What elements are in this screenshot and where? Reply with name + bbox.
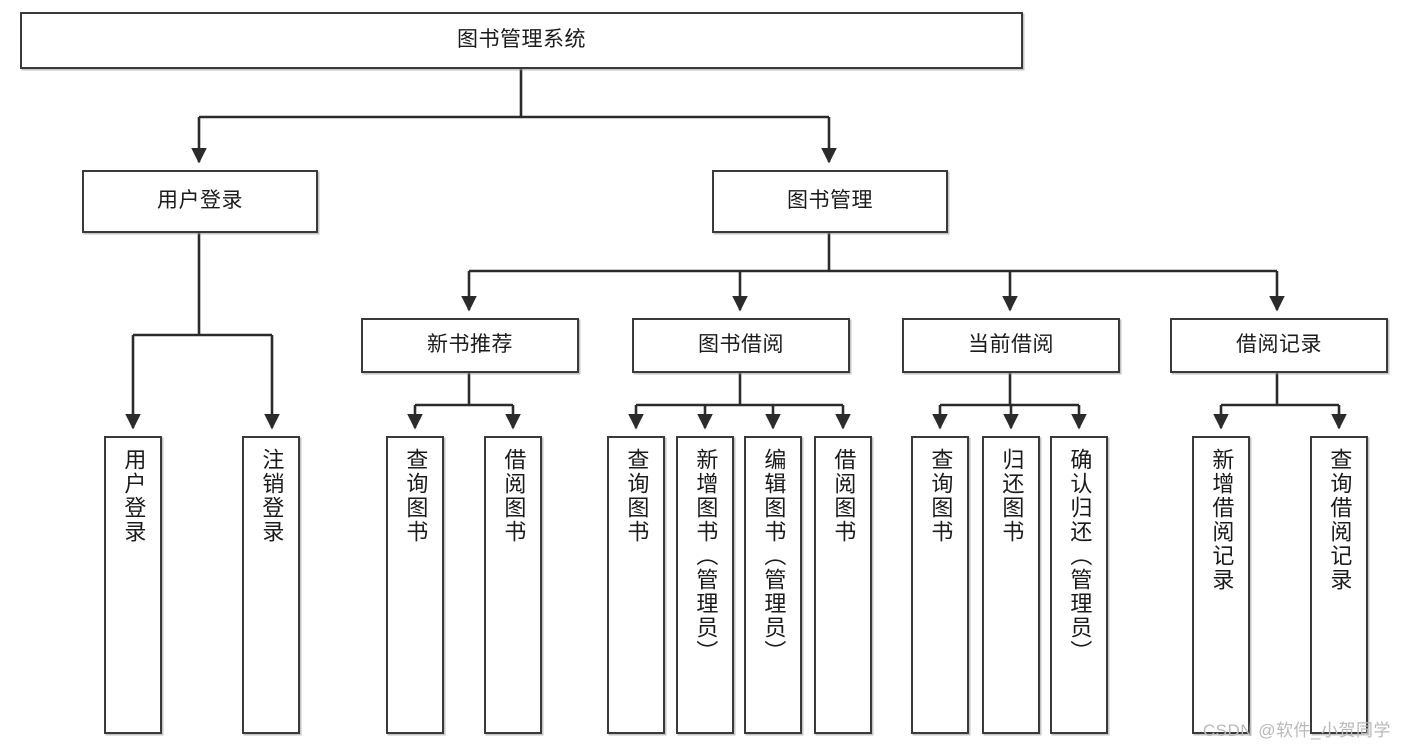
node-logout-action-label: 注销登录 [259, 448, 285, 544]
node-root[interactable]: 图书管理系统 [20, 12, 1023, 69]
node-add-book-admin-label: 新增图书（管理员） [693, 448, 719, 664]
node-current-borrow[interactable]: 当前借阅 [902, 318, 1120, 373]
node-user-login-label: 用户登录 [157, 189, 243, 213]
node-confirm-return-admin-label: 确认归还（管理员） [1067, 448, 1093, 664]
node-return-book[interactable]: 归还图书 [982, 436, 1040, 734]
node-edit-book-admin[interactable]: 编辑图书（管理员） [744, 436, 802, 734]
node-new-book-recommend[interactable]: 新书推荐 [361, 318, 579, 373]
node-user-login-action[interactable]: 用户登录 [104, 436, 162, 734]
node-query-book-current-label: 查询图书 [928, 448, 954, 544]
node-new-book-recommend-label: 新书推荐 [427, 333, 513, 357]
node-edit-book-admin-label: 编辑图书（管理员） [761, 448, 787, 664]
node-book-borrow-label: 图书借阅 [698, 333, 784, 357]
node-query-book-rec[interactable]: 查询图书 [386, 436, 444, 734]
node-borrow-book-rec[interactable]: 借阅图书 [484, 436, 542, 734]
node-return-book-label: 归还图书 [999, 448, 1025, 544]
node-query-book-borrow[interactable]: 查询图书 [607, 436, 665, 734]
node-add-borrow-record[interactable]: 新增借阅记录 [1192, 436, 1250, 734]
node-current-borrow-label: 当前借阅 [968, 333, 1054, 357]
node-confirm-return-admin[interactable]: 确认归还（管理员） [1050, 436, 1108, 734]
node-query-borrow-record-label: 查询借阅记录 [1327, 448, 1353, 592]
node-borrow-book-action-label: 借阅图书 [831, 448, 857, 544]
node-borrow-book-action[interactable]: 借阅图书 [814, 436, 872, 734]
node-book-borrow[interactable]: 图书借阅 [632, 318, 850, 373]
node-book-management[interactable]: 图书管理 [712, 170, 948, 233]
node-add-borrow-record-label: 新增借阅记录 [1209, 448, 1235, 592]
node-borrow-book-rec-label: 借阅图书 [501, 448, 527, 544]
node-add-book-admin[interactable]: 新增图书（管理员） [676, 436, 734, 734]
node-user-login-action-label: 用户登录 [121, 448, 147, 544]
node-root-label: 图书管理系统 [457, 28, 586, 52]
node-query-book-rec-label: 查询图书 [403, 448, 429, 544]
node-query-borrow-record[interactable]: 查询借阅记录 [1310, 436, 1368, 734]
node-query-book-borrow-label: 查询图书 [624, 448, 650, 544]
node-book-management-label: 图书管理 [787, 189, 873, 213]
node-query-book-current[interactable]: 查询图书 [911, 436, 969, 734]
node-borrow-record-label: 借阅记录 [1236, 333, 1322, 357]
node-user-login[interactable]: 用户登录 [82, 170, 318, 233]
node-logout-action[interactable]: 注销登录 [242, 436, 300, 734]
node-borrow-record[interactable]: 借阅记录 [1170, 318, 1388, 373]
